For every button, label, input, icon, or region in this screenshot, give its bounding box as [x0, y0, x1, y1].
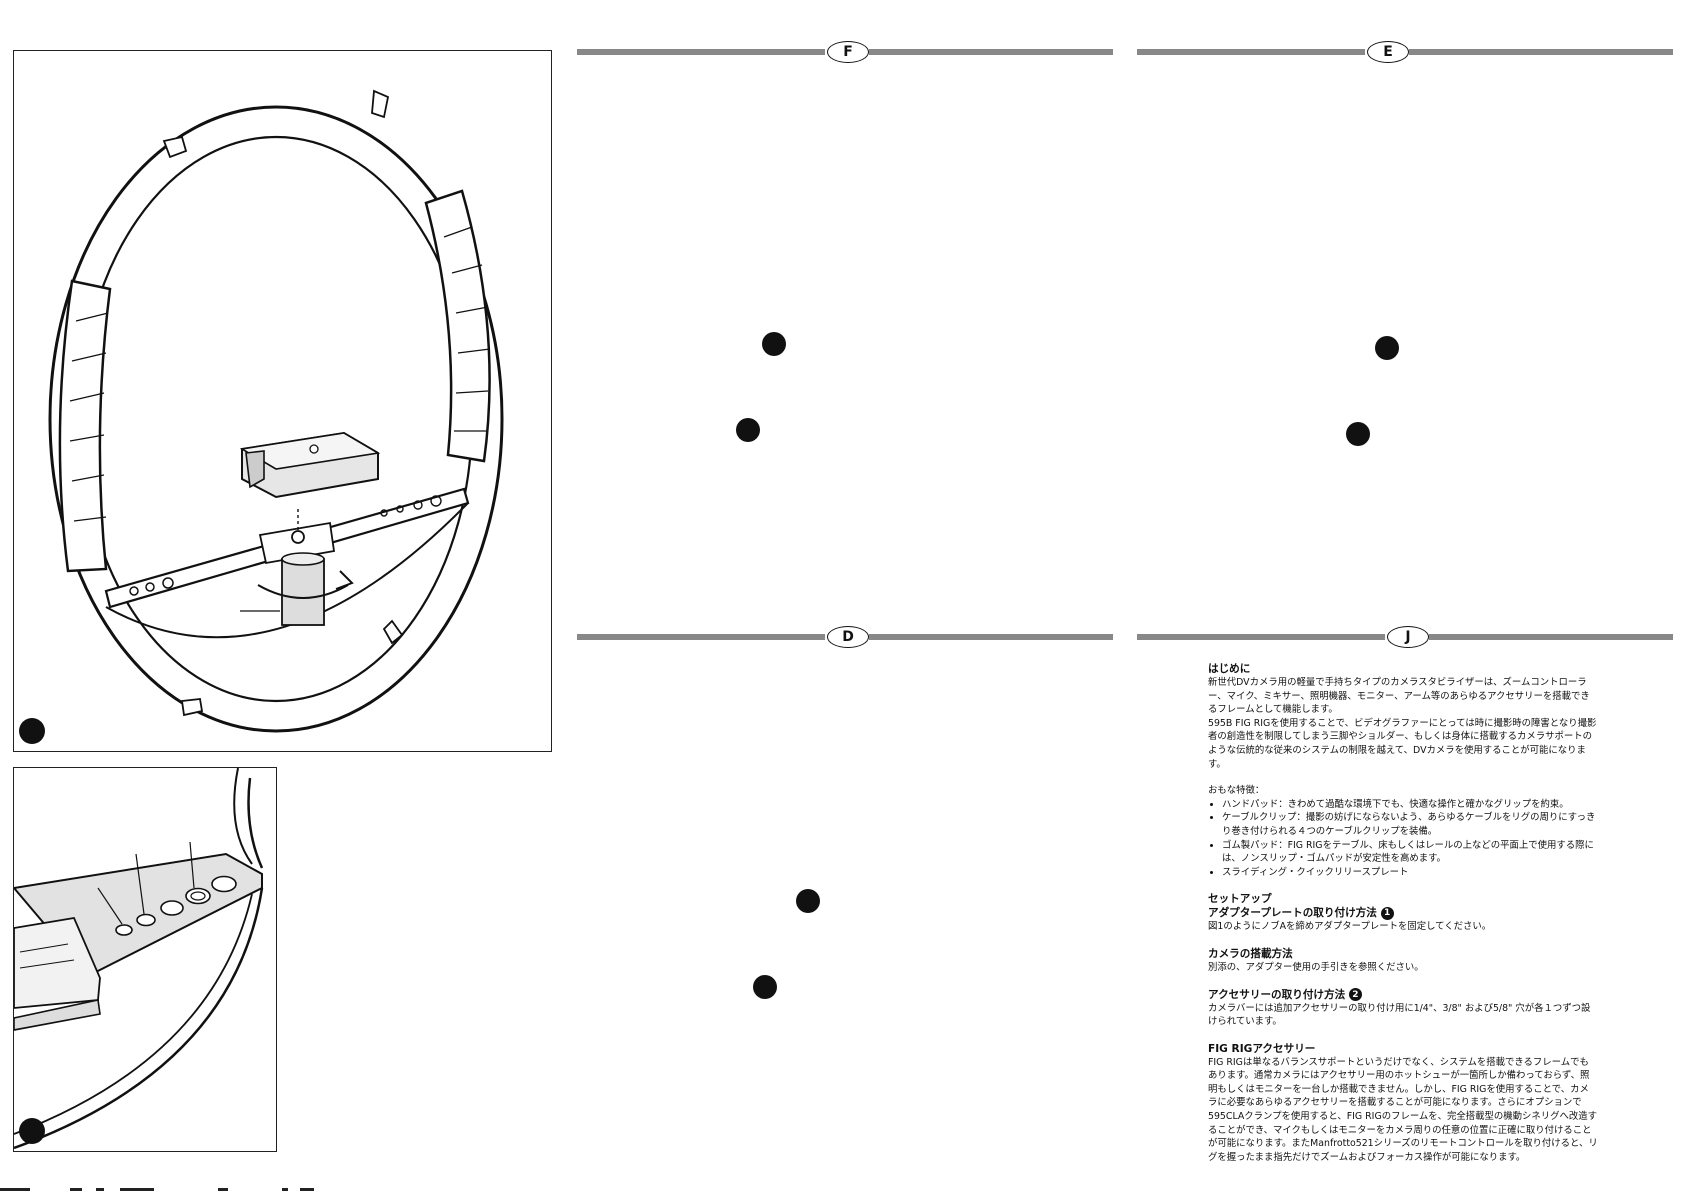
intro-paragraph-1: 新世代DVカメラ用の軽量で手持ちタイプのカメラスタビライザーは、ズームコントロー… [1208, 677, 1590, 716]
figure-2-badge [19, 1118, 45, 1144]
fig-rig-illustration [48, 89, 504, 733]
figure-1-ref-icon: 1 [1380, 906, 1394, 920]
section-header-e: E [1137, 41, 1673, 63]
figrig-accessories-text: FIG RIGは単なるバランスサポートというだけでなく、システムを搭載できるフレ… [1208, 1056, 1598, 1163]
feature-item: スライディング・クイックリリースプレート [1222, 866, 1598, 880]
section-header-d: D [577, 626, 1113, 648]
figure-1-badge [19, 718, 45, 744]
camera-heading: カメラの搭載方法 [1208, 947, 1293, 960]
feature-item: ハンドパッド：きわめて過酷な環境下でも、快適な操作と確かなグリップを約束。 [1222, 798, 1598, 812]
figure-ref-dot-f1 [762, 332, 786, 356]
figure-ref-dot-d2 [753, 975, 777, 999]
adapter-text: 図1のようにノブAを締めアダプタープレートを固定してください。 [1208, 921, 1492, 933]
section-letter-f: F [827, 41, 869, 63]
figure-2-box [13, 767, 277, 1152]
figrig-accessories-heading: FIG RIGアクセサリー [1208, 1042, 1316, 1055]
intro-paragraph-2: 595B FIG RIGを使用することで、ビデオグラファーにとっては時に撮影時の… [1208, 717, 1597, 770]
figure-ref-dot-f2 [736, 418, 760, 442]
adapter-heading: アダプタープレートの取り付け方法 1 [1208, 906, 1598, 920]
section-letter-e: E [1367, 41, 1409, 63]
accessory-heading: アクセサリーの取り付け方法 2 [1208, 988, 1598, 1002]
accessory-text: カメラバーには追加アクセサリーの取り付け用に1/4"、3/8" および5/8" … [1208, 1002, 1591, 1028]
section-letter-d: D [827, 626, 869, 648]
section-letter-j: J [1387, 626, 1429, 648]
figure-ref-dot-e1 [1375, 336, 1399, 360]
feature-item: ケーブルクリップ：撮影の妨げにならないよう、あらゆるケーブルをリグの周りにすっき… [1222, 811, 1598, 838]
feature-item: ゴム製パッド：FIG RIGをテーブル、床もしくはレールの上などの平面上で使用す… [1222, 839, 1598, 866]
camera-text: 別添の、アダプター使用の手引きを参照ください。 [1208, 961, 1424, 973]
figure-ref-dot-d1 [796, 889, 820, 913]
figure-ref-dot-e2 [1346, 422, 1370, 446]
features-list: ハンドパッド：きわめて過酷な環境下でも、快適な操作と確かなグリップを約束。 ケー… [1208, 798, 1598, 880]
intro-heading: はじめに [1208, 663, 1251, 675]
print-registration-strip [0, 1188, 340, 1192]
figure-1-box [13, 50, 552, 752]
japanese-instructions: はじめに 新世代DVカメラ用の軽量で手持ちタイプのカメラスタビライザーは、ズーム… [1208, 662, 1598, 1164]
features-heading: おもな特徴： [1208, 785, 1265, 797]
figure-2-ref-icon: 2 [1348, 988, 1362, 1001]
section-header-f: F [577, 41, 1113, 63]
setup-heading: セットアップ [1208, 893, 1272, 906]
section-header-j: J [1137, 626, 1673, 648]
camera-bar-closeup-illustration [14, 768, 264, 1150]
